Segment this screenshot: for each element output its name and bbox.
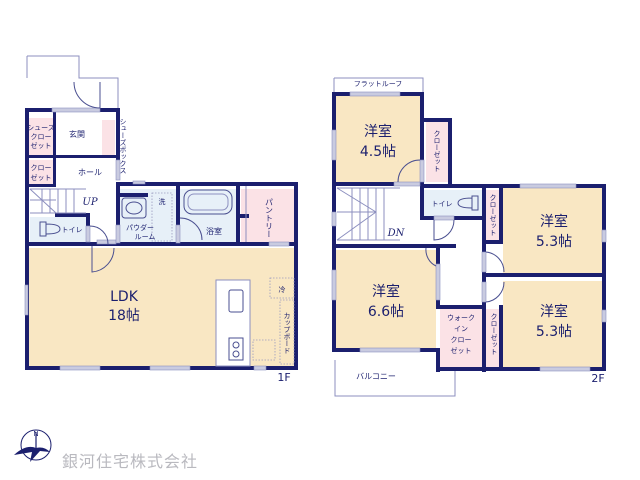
svg-text:ルーム: ルーム — [135, 233, 156, 241]
svg-text:クロー: クロー — [451, 336, 472, 344]
bathtub — [183, 189, 233, 215]
western1-door[interactable] — [397, 159, 421, 183]
label-ldk: LDK — [110, 289, 139, 305]
label-up: UP — [82, 197, 97, 208]
western3-door[interactable] — [425, 247, 437, 267]
label-dn: DN — [387, 228, 406, 239]
porch-outline — [27, 55, 119, 108]
closet2-area — [486, 190, 500, 242]
toilet-area-2f — [424, 190, 484, 216]
label-hall: ホール — [78, 168, 102, 177]
western2-door[interactable] — [485, 251, 505, 273]
western4-door[interactable] — [485, 281, 505, 303]
label-ldk-size: 18帖 — [108, 308, 140, 324]
label-cupboard: カップボード — [283, 312, 291, 354]
label-toilet-1f: トイレ — [62, 226, 83, 234]
closet3-area — [486, 309, 502, 367]
toilet-door-2f[interactable] — [433, 219, 455, 241]
north-label: N — [33, 430, 38, 438]
label-shoes-box: シューズボックス — [119, 118, 127, 174]
bathroom-area — [180, 189, 236, 243]
label-western1: 洋室 — [364, 123, 392, 140]
ldk-area — [27, 248, 297, 366]
label-western1-size: 4.5帖 — [360, 144, 396, 160]
label-shoes-closet-1: シューズ — [27, 123, 55, 132]
flat-roof — [333, 77, 424, 92]
balcony-outline — [334, 360, 456, 397]
label-closet2: クローゼット — [489, 194, 497, 236]
label-closet-1f: クロー — [31, 164, 52, 172]
label-washer: 洗 — [159, 197, 166, 206]
label-western3: 洋室 — [372, 283, 400, 300]
label-western4: 洋室 — [540, 303, 568, 320]
toilet-fixture-1f — [39, 221, 61, 237]
floor-1: シューズ クロー ゼット 玄関 シューズボックス クロー ゼット ホール UP … — [24, 55, 298, 384]
svg-text:クロー: クロー — [31, 133, 52, 141]
label-western3-size: 6.6帖 — [368, 304, 404, 320]
svg-text:ゼット: ゼット — [451, 346, 472, 355]
stairs-up[interactable] — [29, 188, 86, 214]
cupboard-space — [279, 299, 295, 365]
western1-area — [336, 96, 420, 182]
label-bathroom: 浴室 — [206, 226, 222, 236]
floor-label-2f: 2F — [591, 372, 604, 385]
svg-text:イン: イン — [454, 325, 468, 333]
label-pantry: パントリー — [265, 198, 274, 238]
label-entrance: 玄関 — [69, 129, 85, 139]
closet-area — [28, 160, 55, 184]
western4-area — [503, 281, 603, 367]
stove — [228, 337, 244, 361]
washer-space — [151, 192, 173, 242]
label-closet3: クローゼット — [490, 313, 498, 355]
shoes-closet-area — [28, 118, 55, 155]
label-flat-roof: フラットルーフ — [354, 80, 403, 88]
label-western2: 洋室 — [540, 213, 568, 230]
label-fridge: 冷 — [279, 285, 286, 294]
floor-2: フラットルーフ 洋室 4.5帖 クローゼット DN トイレ クローゼット 洋室 … — [331, 77, 607, 397]
label-toilet-2f: トイレ — [432, 200, 453, 208]
washbasin — [121, 197, 147, 219]
pantry-area — [241, 189, 296, 243]
label-walk-in-closet: ウォーク — [447, 314, 475, 322]
western3-area — [336, 250, 436, 348]
compass-crane-icon: N — [14, 429, 52, 462]
label-closet1: クローゼット — [433, 130, 441, 172]
western2-area — [503, 186, 603, 273]
svg-text:ゼット: ゼット — [31, 141, 52, 150]
kitchen-sink — [228, 289, 244, 313]
company-name: 銀河住宅株式会社 — [62, 452, 198, 471]
closet1-area — [426, 122, 448, 182]
svg-text:ゼット: ゼット — [31, 173, 52, 182]
fridge-space — [269, 277, 295, 299]
walk-in-closet-area — [440, 309, 482, 367]
label-western2-size: 5.3帖 — [536, 234, 572, 250]
floor-label-1f: 1F — [277, 371, 290, 384]
stairs-down[interactable] — [336, 187, 400, 241]
ldk-door[interactable] — [91, 246, 115, 273]
shoes-box-area — [102, 120, 115, 158]
label-western4-size: 5.3帖 — [536, 324, 572, 340]
label-powder-room: パウダー — [126, 223, 154, 232]
entrance-door[interactable] — [73, 81, 101, 109]
label-balcony: バルコニー — [356, 372, 396, 381]
kitchen-counter — [215, 279, 251, 367]
toilet-fixture-2f — [457, 195, 479, 211]
